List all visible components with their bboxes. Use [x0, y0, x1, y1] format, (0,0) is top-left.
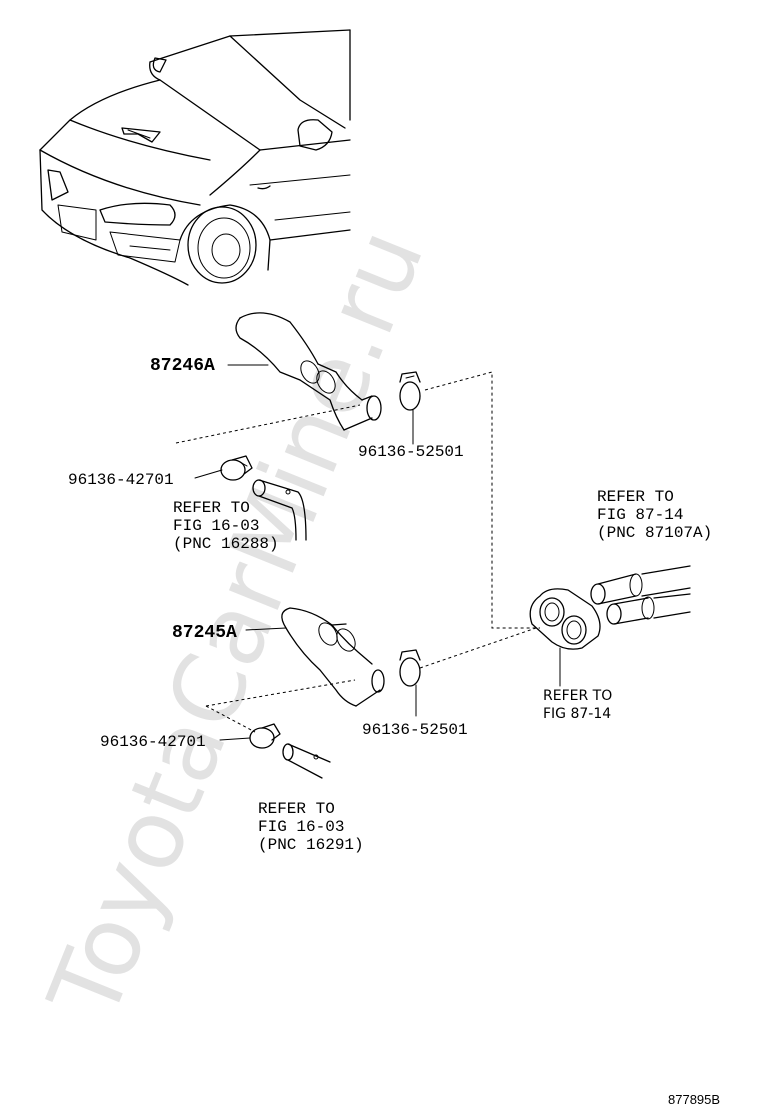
refer-upper-left-line1: REFER TO [173, 499, 250, 517]
label-clamp-upper-right: 96136-52501 [358, 443, 464, 461]
label-clamp-upper-left: 96136-42701 [68, 471, 174, 489]
label-87246a: 87246A [150, 356, 215, 376]
hose-87246a [235, 312, 382, 431]
leader-lines [194, 364, 561, 741]
refer-right-top-line3: (PNC 87107A) [597, 524, 712, 542]
refer-right-mid-line2: FIG 87-14 [543, 706, 611, 722]
label-87245a: 87245A [172, 623, 237, 643]
refer-upper-left-line3: (PNC 16288) [173, 535, 279, 553]
pipe-16291 [282, 743, 331, 779]
refer-upper-left-line2: FIG 16-03 [173, 517, 259, 535]
refer-lower-left-line2: FIG 16-03 [258, 818, 344, 836]
dashed-guides [175, 371, 540, 733]
label-clamp-lower-left: 96136-42701 [100, 733, 206, 751]
label-clamp-lower-right: 96136-52501 [362, 721, 468, 739]
pipe-16288 [252, 479, 307, 541]
grommet-assembly [529, 565, 691, 650]
clamp-96136-52501-lower [399, 649, 421, 687]
refer-right-top-line1: REFER TO [597, 488, 674, 506]
refer-lower-left-line1: REFER TO [258, 800, 335, 818]
clamp-96136-52501-upper [399, 371, 421, 411]
car-illustration [39, 29, 351, 286]
hose-87245a [281, 607, 385, 707]
refer-right-top-line2: FIG 87-14 [597, 506, 683, 524]
refer-right-mid-line1: REFER TO [543, 688, 612, 704]
refer-lower-left-line3: (PNC 16291) [258, 836, 364, 854]
figure-number: 877895B [668, 1092, 720, 1107]
